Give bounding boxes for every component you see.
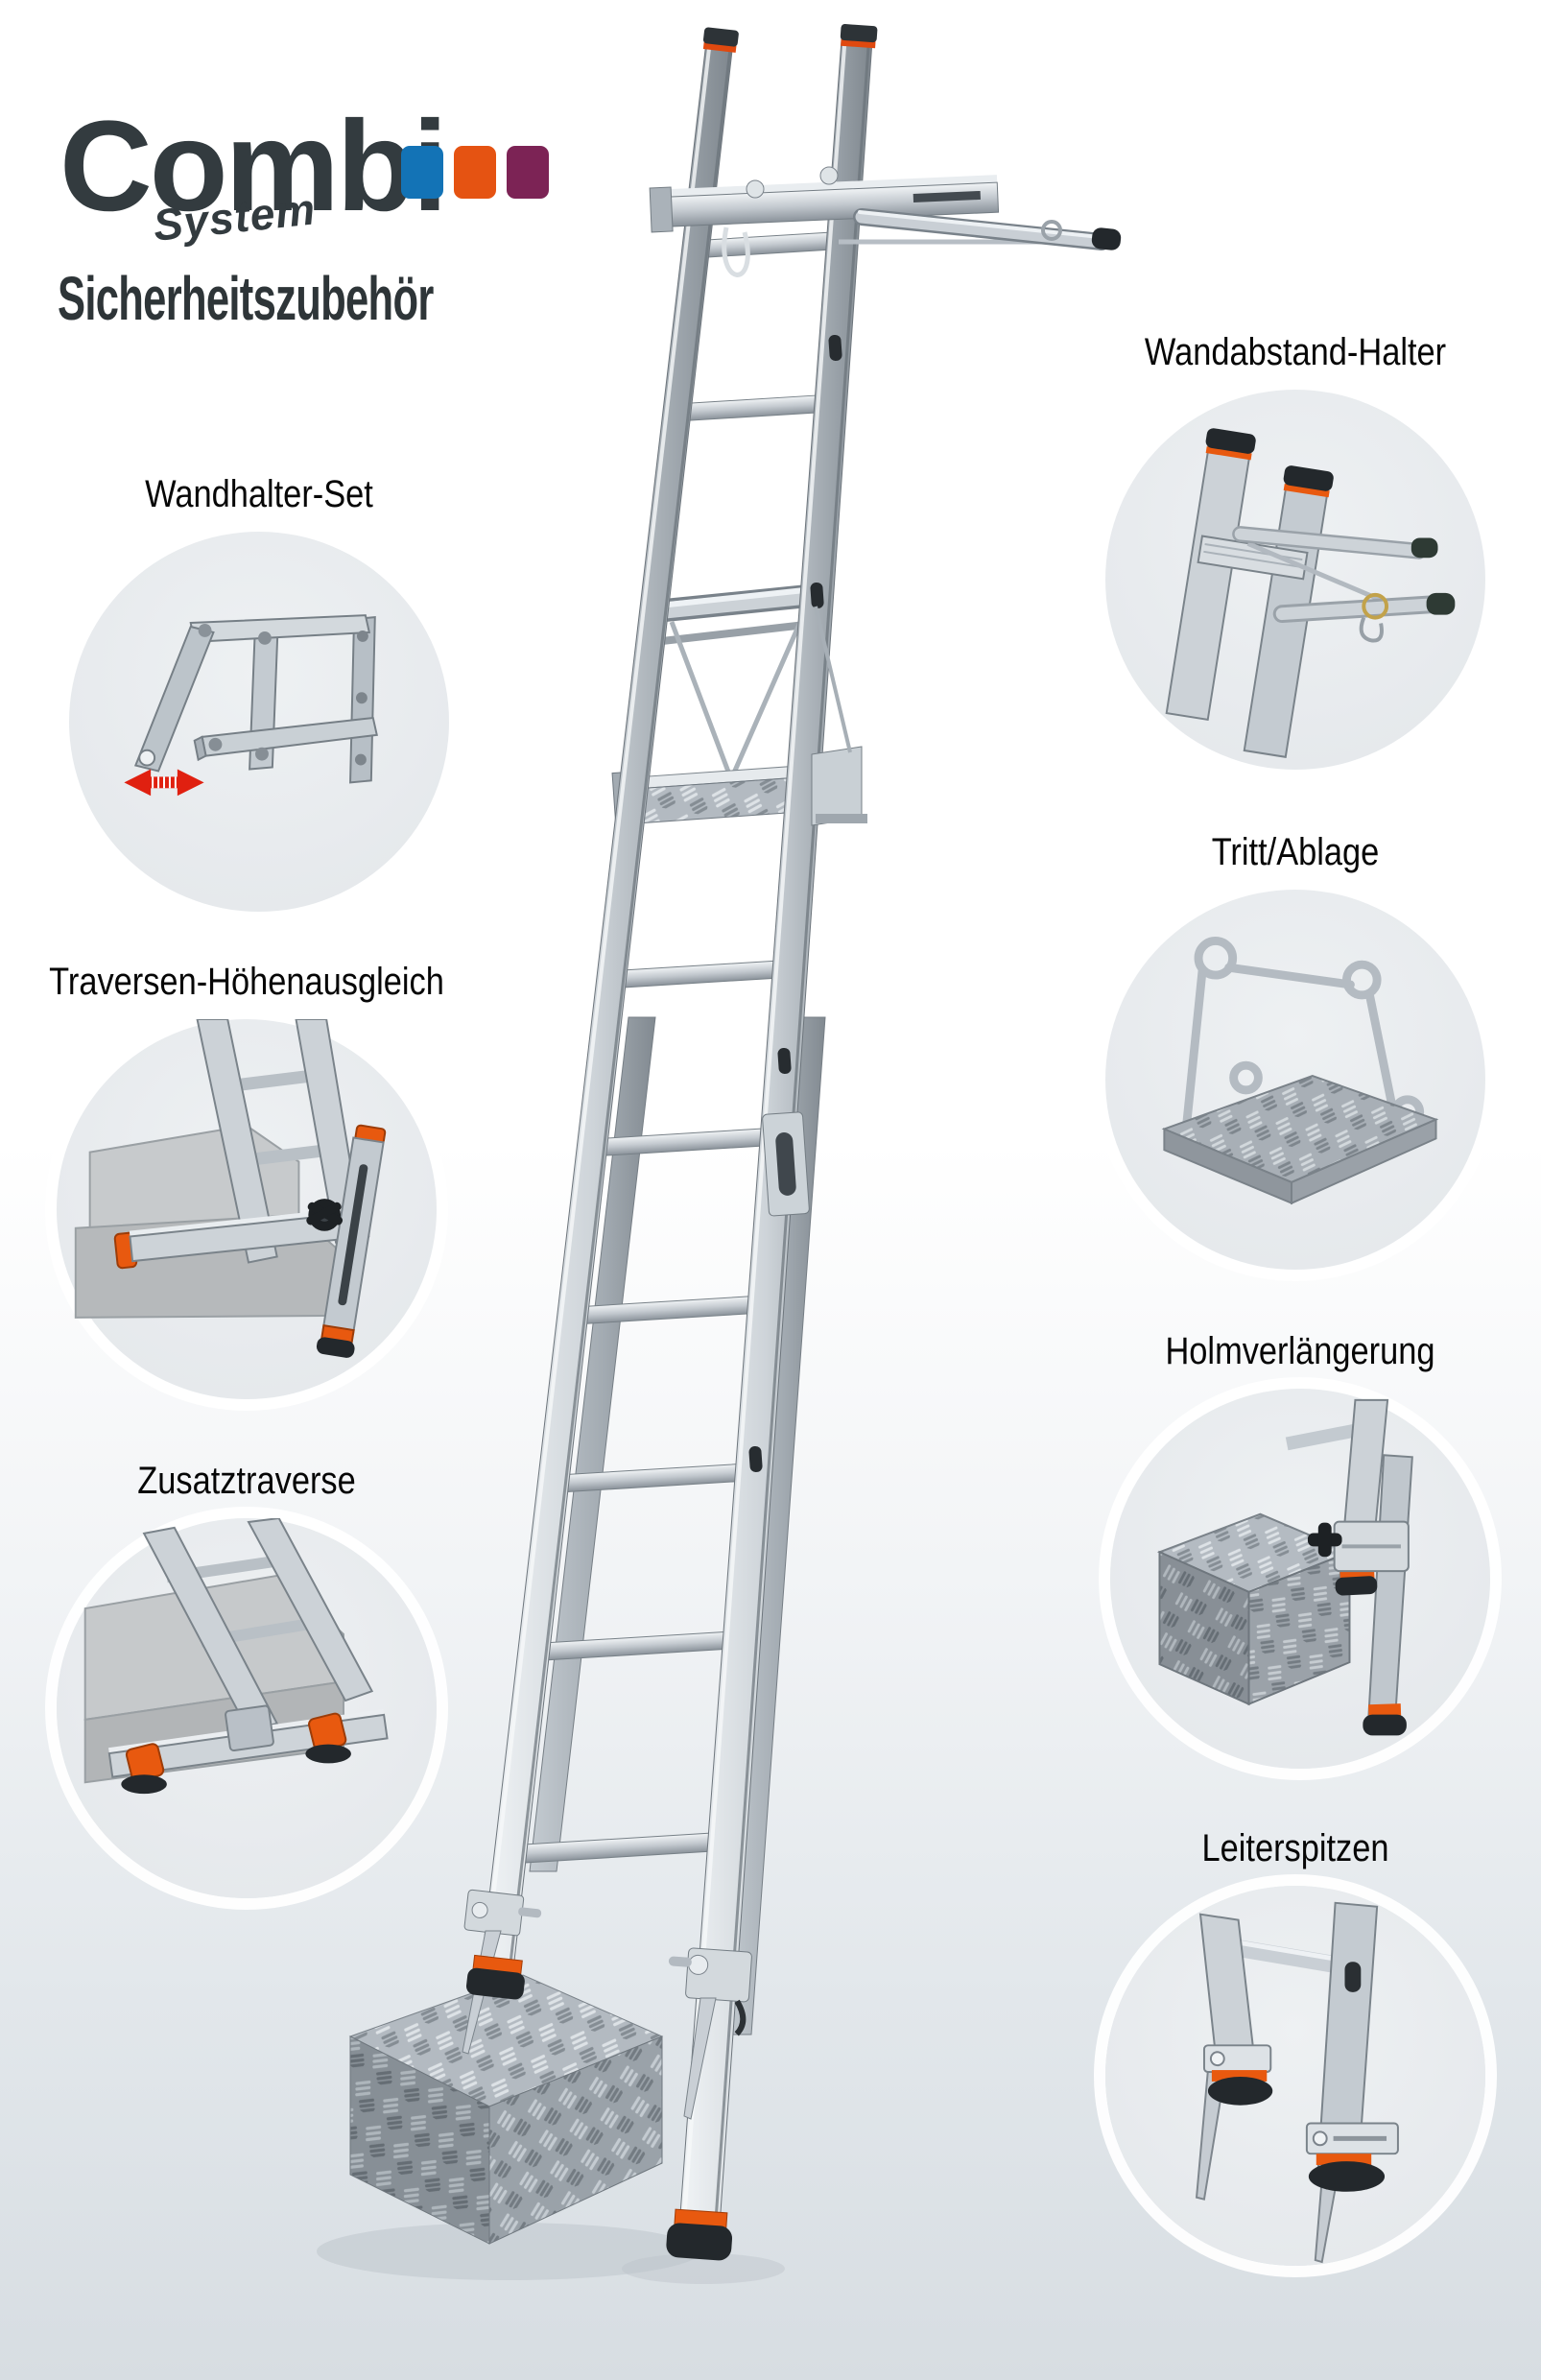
clamp-tknob-icon bbox=[1307, 1522, 1342, 1558]
clamp-knob-icon bbox=[306, 1199, 344, 1231]
product-image-circle bbox=[1105, 1886, 1485, 2266]
product-zusatztraverse: Zusatztraverse bbox=[57, 1460, 437, 1898]
wall-standoff-holder-illustration bbox=[1165, 428, 1456, 758]
product-tritt-ablage: Tritt/Ablage bbox=[1105, 831, 1485, 1270]
traverse-foot-icon bbox=[121, 1743, 167, 1795]
orange-square-icon bbox=[454, 146, 496, 199]
product-holmverlaengerung: Holmverlängerung bbox=[1110, 1330, 1490, 1769]
product-label: Tritt/Ablage bbox=[1211, 831, 1380, 873]
blue-square-icon bbox=[401, 146, 443, 199]
step-platform-illustration bbox=[1161, 937, 1439, 1205]
ladder-spikes-illustration bbox=[1195, 1901, 1399, 2264]
product-label: Holmverlängerung bbox=[1165, 1330, 1435, 1372]
product-label: Wandabstand-Halter bbox=[1144, 331, 1447, 373]
brand-logo: Combi bbox=[59, 95, 448, 238]
traverse-level-compensation-illustration bbox=[74, 1019, 387, 1358]
product-traversen-hoehenausgleich: Traversen-Höhenausgleich bbox=[49, 961, 444, 1399]
product-image-circle bbox=[1105, 890, 1485, 1270]
product-label: Traversen-Höhenausgleich bbox=[49, 961, 444, 1003]
brand-color-squares bbox=[401, 146, 549, 199]
product-image-circle bbox=[57, 1518, 437, 1898]
wall-bracket-set-illustration bbox=[124, 614, 378, 797]
page-title: Sicherheitszubehör bbox=[58, 264, 434, 333]
product-image-circle bbox=[69, 532, 449, 912]
additional-traverse-illustration bbox=[83, 1518, 389, 1795]
product-label: Leiterspitzen bbox=[1201, 1827, 1389, 1869]
product-wandhalter-set: Wandhalter-Set bbox=[69, 473, 449, 912]
product-label: Zusatztraverse bbox=[137, 1460, 356, 1502]
product-leiterspitzen: Leiterspitzen bbox=[1105, 1827, 1485, 2266]
product-image-circle bbox=[1110, 1389, 1490, 1769]
product-image-circle bbox=[1105, 390, 1485, 770]
product-label: Wandhalter-Set bbox=[145, 473, 373, 515]
traverse-foot-icon bbox=[305, 1712, 351, 1764]
purple-square-icon bbox=[507, 146, 549, 199]
stile-extension-illustration bbox=[1156, 1398, 1413, 1736]
product-image-circle bbox=[57, 1019, 437, 1399]
product-wandabstand-halter: Wandabstand-Halter bbox=[1105, 331, 1485, 770]
